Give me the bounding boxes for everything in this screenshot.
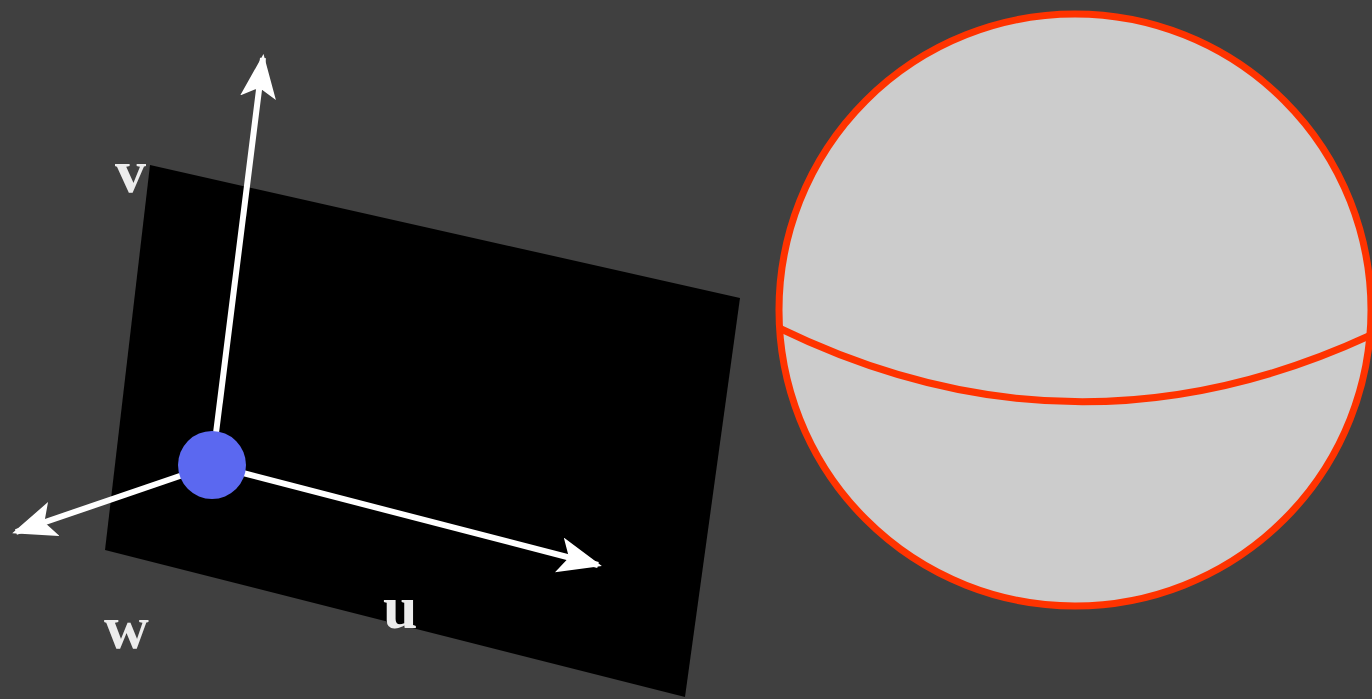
v-axis <box>212 58 263 465</box>
camera-center <box>178 431 246 499</box>
image-plane <box>105 165 740 697</box>
sphere-equator <box>779 328 1371 402</box>
sphere <box>779 14 1371 606</box>
u-axis <box>212 465 598 565</box>
axis-label: v <box>115 140 146 202</box>
axis-label: u <box>383 576 417 638</box>
axis-label: w <box>104 596 149 658</box>
